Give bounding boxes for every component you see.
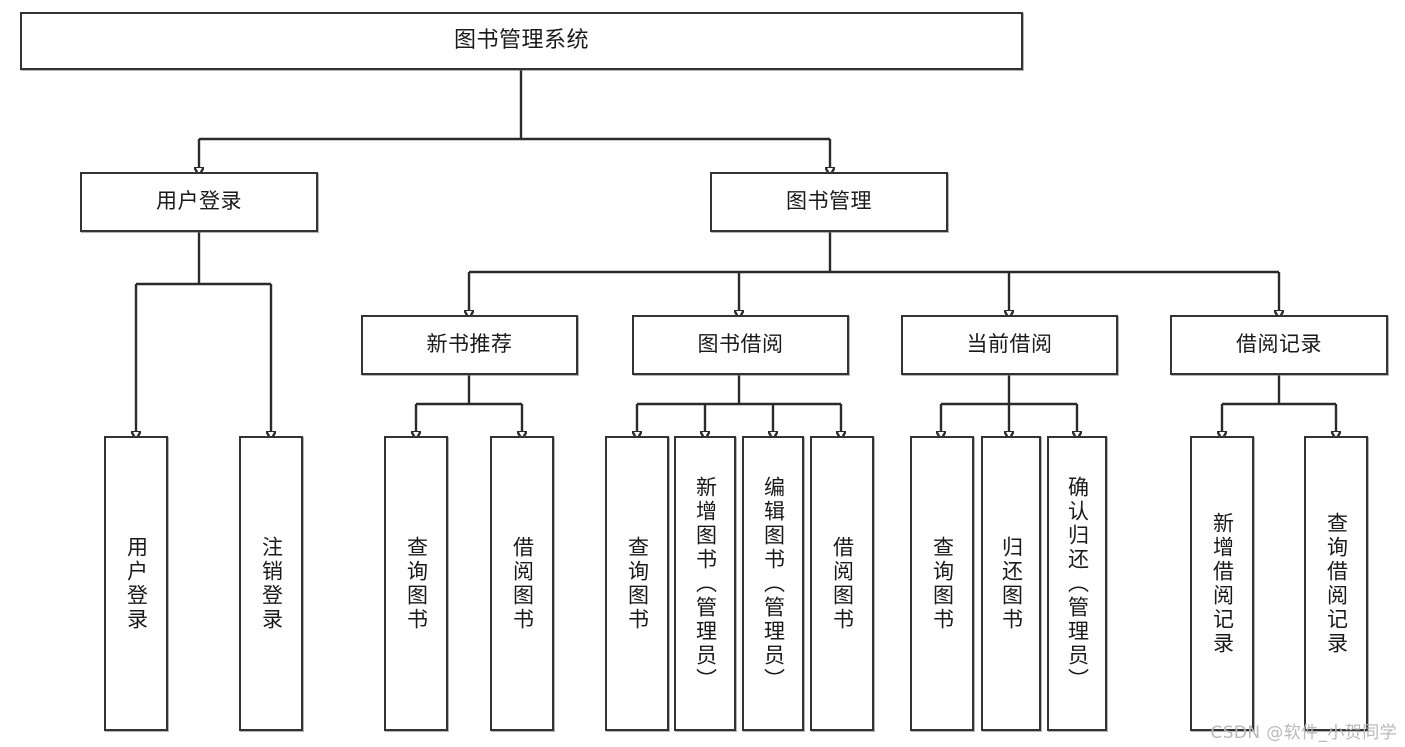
node-current-borrow[interactable]: 当前借阅	[901, 315, 1118, 375]
node-book-management[interactable]: 图书管理	[710, 172, 948, 232]
node-label: 查询图书	[625, 535, 650, 632]
node-label: 新增借阅记录	[1210, 511, 1235, 656]
node-label: 查询图书	[404, 535, 429, 632]
leaf-edit-book-admin[interactable]: 编辑图书（管理员）	[742, 436, 804, 731]
leaf-search-borrow-record[interactable]: 查询借阅记录	[1304, 436, 1368, 731]
node-user-login[interactable]: 用户登录	[80, 172, 318, 232]
leaf-logout[interactable]: 注销登录	[239, 436, 303, 731]
edge-root-stem	[199, 70, 830, 168]
node-label: 用户登录	[124, 535, 149, 632]
node-label: 查询借阅记录	[1324, 511, 1349, 656]
node-label: 注销登录	[259, 535, 284, 632]
node-label: 图书借阅	[697, 332, 784, 357]
leaf-search-book-borrow[interactable]: 查询图书	[605, 436, 669, 731]
edge-borrow-record-children	[1222, 375, 1336, 432]
node-label: 查询图书	[930, 535, 955, 632]
node-label: 当前借阅	[966, 332, 1053, 357]
edge-book-mgmt-children	[469, 232, 1279, 311]
node-new-book-recommend[interactable]: 新书推荐	[361, 315, 578, 375]
leaf-user-login[interactable]: 用户登录	[104, 436, 168, 731]
node-label: 借阅图书	[830, 535, 855, 632]
leaf-return-book[interactable]: 归还图书	[981, 436, 1041, 731]
node-label: 图书管理系统	[453, 27, 589, 53]
node-label: 新增图书（管理员）	[693, 475, 718, 692]
node-book-borrow[interactable]: 图书借阅	[632, 315, 849, 375]
leaf-add-borrow-record[interactable]: 新增借阅记录	[1190, 436, 1254, 731]
edge-user-login-children	[136, 232, 271, 432]
node-label: 归还图书	[999, 535, 1024, 632]
leaf-borrow-book-recommend[interactable]: 借阅图书	[490, 436, 554, 731]
node-label: 用户登录	[156, 189, 242, 214]
leaf-borrow-book[interactable]: 借阅图书	[810, 436, 874, 731]
edge-book-borrow-children	[637, 375, 841, 432]
csdn-watermark: CSDN @软件_小贺同学	[1210, 723, 1397, 743]
edge-current-borrow-children	[941, 375, 1077, 432]
node-label: 编辑图书（管理员）	[761, 475, 786, 692]
node-label: 图书管理	[786, 189, 872, 214]
edge-new-book-children	[416, 375, 522, 432]
node-root-book-management-system[interactable]: 图书管理系统	[20, 12, 1023, 70]
node-label: 借阅图书	[510, 535, 535, 632]
leaf-confirm-return-admin[interactable]: 确认归还（管理员）	[1047, 436, 1107, 731]
node-label: 确认归还（管理员）	[1065, 475, 1090, 692]
node-label: 借阅记录	[1236, 332, 1322, 357]
leaf-add-book-admin[interactable]: 新增图书（管理员）	[674, 436, 736, 731]
leaf-search-book-current[interactable]: 查询图书	[910, 436, 974, 731]
node-label: 新书推荐	[426, 332, 513, 357]
node-borrow-record[interactable]: 借阅记录	[1170, 315, 1388, 375]
leaf-search-book-recommend[interactable]: 查询图书	[384, 436, 448, 731]
